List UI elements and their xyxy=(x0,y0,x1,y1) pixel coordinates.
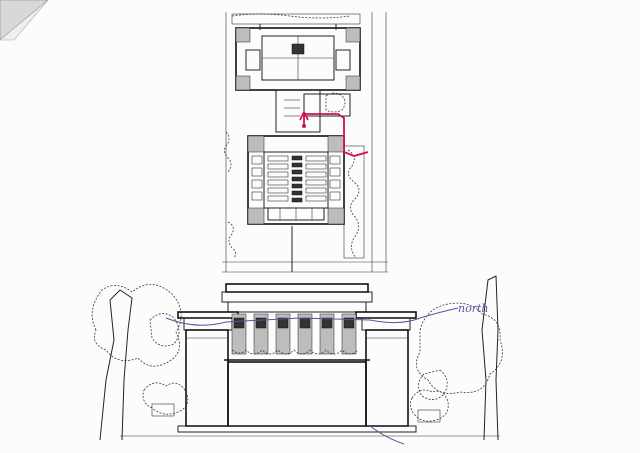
tree-right xyxy=(416,275,503,441)
parish-house-plan xyxy=(235,24,361,91)
podium xyxy=(177,425,417,433)
route-annotation xyxy=(299,109,369,157)
planter-right xyxy=(417,409,441,423)
temple-elevation xyxy=(120,283,500,437)
planter-left xyxy=(151,403,175,417)
elevation-note: north xyxy=(458,302,488,315)
pylon-left xyxy=(185,329,229,427)
plantings-west-upper xyxy=(224,131,232,173)
entry-link-plan xyxy=(275,89,351,133)
shrub-left xyxy=(142,382,189,415)
plantings-east xyxy=(347,149,360,259)
temple-plan xyxy=(247,135,345,225)
trailing-vines xyxy=(231,349,359,355)
property-boundary xyxy=(222,12,388,273)
plantings-west-lower xyxy=(227,221,236,259)
shrub-right xyxy=(410,389,449,422)
tree-left xyxy=(91,284,182,441)
pylon-right xyxy=(365,329,409,427)
folded-corner xyxy=(0,0,49,41)
elevation-annotation: north xyxy=(165,302,488,445)
main-wall xyxy=(227,361,367,427)
hedge-bed-top xyxy=(231,13,361,25)
clerestory-columns xyxy=(231,313,357,355)
